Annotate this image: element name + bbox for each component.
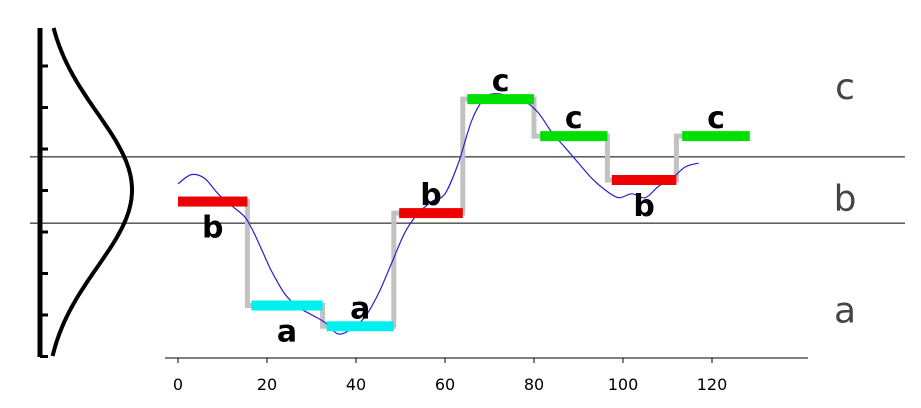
segment-bar-3 (399, 208, 463, 219)
segment-bar-7 (682, 131, 750, 142)
segment-label-6: b (633, 189, 654, 224)
segment-label-2: a (350, 291, 370, 326)
segment-label-4: c (492, 64, 510, 99)
segment-label-0: b (202, 211, 223, 246)
segment-label-5: c (565, 101, 583, 136)
band-label-b: b (834, 179, 857, 220)
x-tick-label-1: 20 (257, 375, 277, 394)
x-tick-label-6: 120 (697, 375, 728, 394)
segment-bar-2 (326, 321, 394, 332)
segment-label-7: c (707, 101, 725, 136)
time-series-line (177, 93, 699, 335)
segment-label-1: a (277, 315, 297, 350)
segment-bar-1 (251, 300, 323, 311)
x-tick-label-3: 60 (435, 375, 455, 394)
segment-bar-6 (611, 174, 677, 185)
segment-bar-0 (178, 196, 248, 207)
segment-bar-5 (540, 131, 608, 142)
x-tick-label-5: 100 (608, 375, 639, 394)
gaussian-curve (50, 27, 134, 357)
segment-label-3: b (420, 178, 441, 213)
band-label-c: c (835, 67, 855, 108)
segment-bar-4 (467, 94, 534, 105)
x-tick-label-2: 40 (346, 375, 366, 394)
band-label-a: a (834, 290, 856, 331)
x-tick-label-0: 0 (173, 375, 183, 394)
x-tick-label-4: 80 (524, 375, 544, 394)
